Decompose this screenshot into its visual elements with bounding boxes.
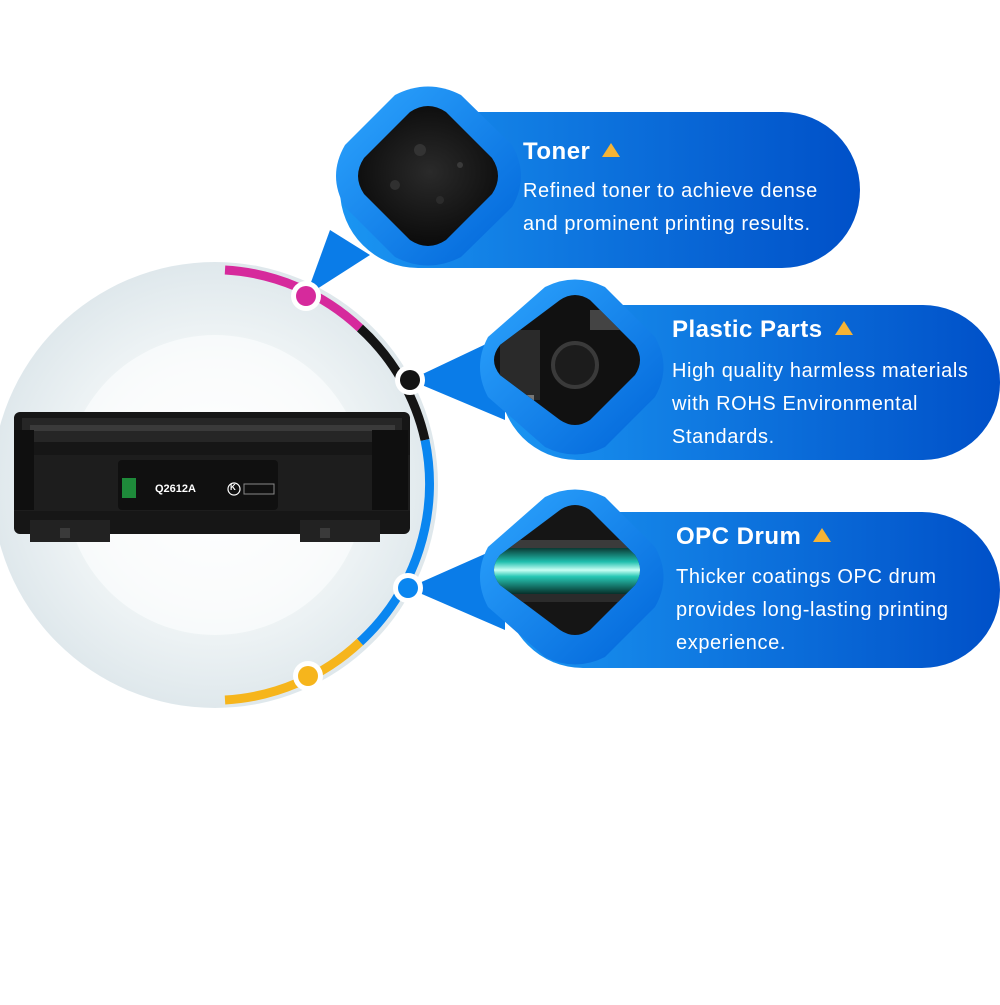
cartridge-color-code: K xyxy=(230,483,236,492)
feature-panel-opc-drum xyxy=(408,489,1000,668)
feature-desc-line: with ROHS Environmental xyxy=(672,393,919,415)
triangle-icon xyxy=(834,320,853,335)
ring-blue xyxy=(356,439,434,646)
feature-title-opc-drum: OPC Drum xyxy=(676,523,832,551)
feature-desc-opc-drum: Thicker coatings OPC drum provides long-… xyxy=(676,561,949,660)
feature-desc-line: High quality harmless materials xyxy=(672,360,969,382)
dot-blue xyxy=(398,578,418,598)
feature-title-plastic-parts: Plastic Parts xyxy=(672,316,853,344)
cartridge-model-label: Q2612A xyxy=(155,483,196,495)
feature-title-toner: Toner xyxy=(523,138,621,166)
feature-desc-line: and prominent printing results. xyxy=(523,213,811,235)
feature-desc-line: Standards. xyxy=(672,426,775,448)
cartridge-logo-icon xyxy=(122,478,136,498)
triangle-icon xyxy=(602,142,621,157)
feature-desc-line: Thicker coatings OPC drum xyxy=(676,566,937,588)
feature-desc-line: Refined toner to achieve dense xyxy=(523,180,818,202)
feature-desc-toner: Refined toner to achieve dense and promi… xyxy=(523,175,818,241)
feature-desc-line: provides long-lasting printing xyxy=(676,599,949,621)
dot-yellow xyxy=(298,666,318,686)
feature-desc-line: experience. xyxy=(676,632,786,654)
dot-black xyxy=(400,370,420,390)
triangle-icon xyxy=(813,527,832,542)
toner-cartridge xyxy=(14,412,410,542)
feature-panel-toner xyxy=(306,86,860,296)
feature-desc-plastic-parts: High quality harmless materials with ROH… xyxy=(672,355,968,454)
feature-panel-plastic-parts xyxy=(410,279,1000,460)
dot-magenta xyxy=(296,286,316,306)
